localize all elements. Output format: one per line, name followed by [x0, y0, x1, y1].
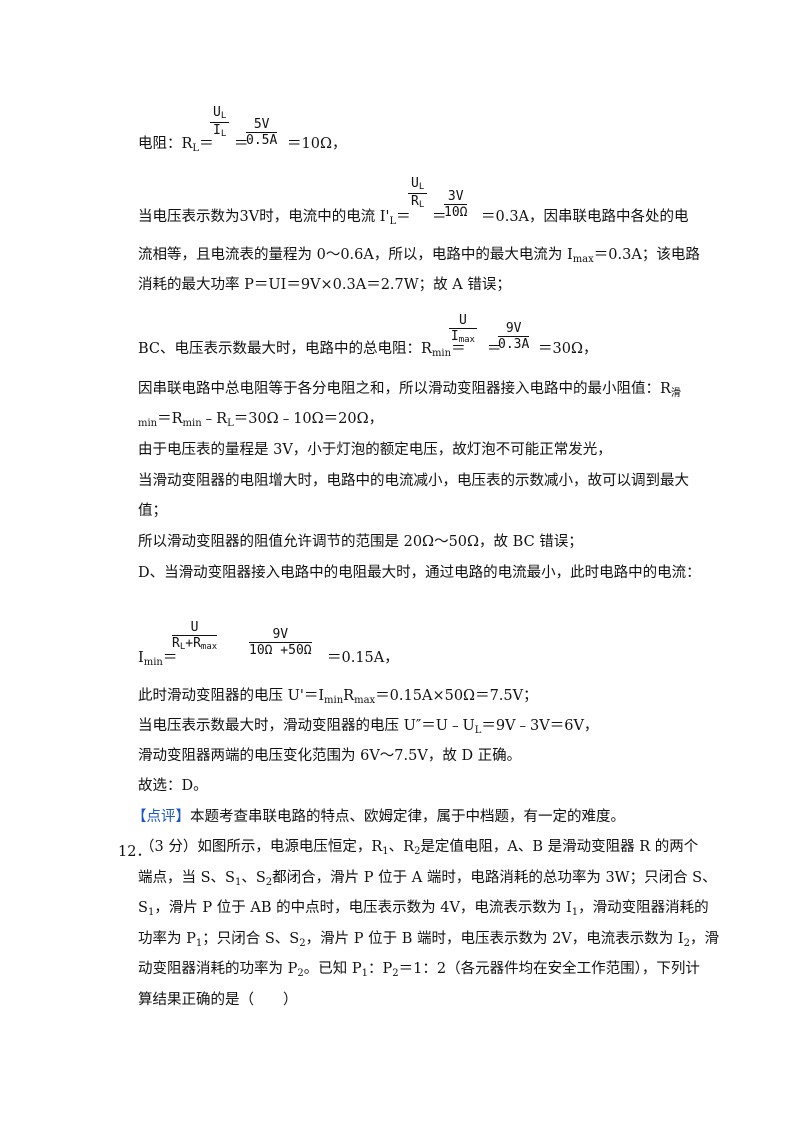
question-number: 12．: [118, 844, 151, 860]
paragraph-line: 当电压表示数最大时，滑动变阻器的电压 U″＝U﹣UL＝9V﹣3V＝6V，: [138, 718, 599, 736]
question-line: 算结果正确的是（ ）: [138, 992, 298, 1008]
paragraph-line: 此时滑动变阻器的电压 U'＝IminRmax＝0.15A×50Ω＝7.5V；: [138, 688, 538, 706]
fraction-ul-il: UL IL: [210, 106, 230, 139]
question-line: 动变阻器消耗的功率为 P2。已知 P1：P2＝1：2（各元器件均在安全工作范围）…: [138, 961, 700, 979]
question-line: 功率为 P1；只闭合 S、S2，滑片 P 位于 B 端时，电压表示数为 2V，电…: [138, 931, 719, 949]
fraction-values: 5V 0.5A: [246, 117, 278, 148]
fraction-values: 9V 0.3A: [498, 321, 530, 352]
question-line: S1，滑片 P 位于 AB 的中点时，电压表示数为 4V，电流表示数为 I1，滑…: [138, 900, 709, 918]
answer-line: 故选：D。: [138, 778, 208, 794]
question-line: 端点，当 S、S1、S2都闭合，滑片 P 位于 A 端时，电路消耗的总功率为 3…: [138, 870, 717, 888]
paragraph-line: 所以滑动变阻器的阻值允许调节的范围是 20Ω～50Ω，故 BC 错误；: [138, 534, 583, 550]
paragraph-line: 消耗的最大功率 P＝UI＝9V×0.3A＝2.7W；故 A 错误；: [138, 277, 511, 293]
fraction-u-imax: U Imax: [449, 313, 477, 345]
formula-text: 电阻：R: [138, 136, 193, 152]
paragraph-line: 值；: [138, 503, 167, 519]
question-line: （3 分）如图所示，电源电压恒定，R1、R2是定值电阻，A、B 是滑动变阻器 R…: [140, 839, 699, 857]
paragraph-line: D、当滑动变阻器接入电路中的电阻最大时，通过电路的电流最小，此时电路中的电流：: [138, 565, 701, 581]
paragraph-line: 流相等，且电流表的量程为 0～0.6A，所以，电路中的最大电流为 Imax＝0.…: [138, 247, 700, 265]
comment-line: 【点评】本题考查串联电路的特点、欧姆定律，属于中档题，有一定的难度。: [132, 809, 625, 825]
fraction-values: 3V 10Ω: [444, 189, 468, 220]
fraction-values: 9V 10Ω +50Ω: [249, 627, 312, 658]
comment-tag: 【点评】: [132, 809, 190, 825]
paragraph-line: 当滑动变阻器的电阻增大时，电路中的电流减小，电压表的示数减小，故可以调到最大: [138, 473, 689, 489]
fraction-u-rl-rmax: U RL+Rmax: [172, 620, 218, 652]
paragraph-line: 由于电压表的量程是 3V，小于灯泡的额定电压，故灯泡不可能正常发光，: [138, 442, 612, 458]
fraction-ul-rl: UL RL: [408, 177, 428, 210]
paragraph-line: 因串联电路中总电阻等于各分电阻之和，所以滑动变阻器接入电路中的最小阻值：R滑: [138, 381, 681, 399]
paragraph-line: 滑动变阻器两端的电压变化范围为 6V～7.5V，故 D 正确。: [138, 748, 522, 764]
paragraph-line: min＝Rmin﹣RL＝30Ω﹣10Ω＝20Ω，: [138, 411, 384, 429]
